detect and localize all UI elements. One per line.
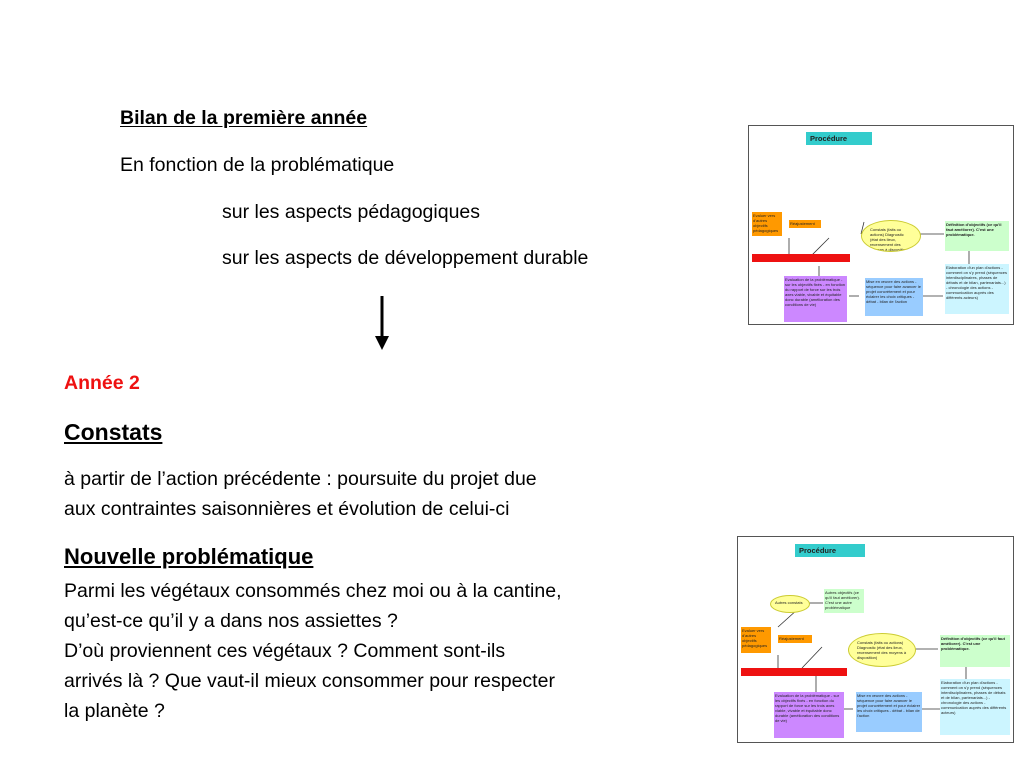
nouvelle-line-2: qu’est-ce qu’il y a dans nos assiettes ?: [64, 610, 398, 632]
nouvelle-line-3: D’où proviennent ces végétaux ? Comment …: [64, 640, 506, 662]
diagram-2-constats-ellipse: Constats (faits ou actions) Diagnostic (…: [848, 633, 916, 667]
bilan-line-3: sur les aspects de développement durable: [222, 247, 589, 269]
diagram-1-evaluer-box: Evaluer vers d'autres objectifs pédagogi…: [752, 212, 782, 236]
constats-line-2: aux contraintes saisonnières et évolutio…: [64, 498, 510, 520]
diagram-2-autres-objectifs-box: Autres objectifs (ce qu'il faut améliore…: [824, 589, 864, 613]
diagram-2-evaluer-box: Evaluer vers d'autres objectifs pédagogi…: [741, 627, 771, 653]
diagram-2-mise-box: Mise en œuvre des actions - séquence pou…: [856, 692, 922, 732]
bilan-title: Bilan de la première année: [120, 107, 368, 129]
diagram-1-definition-box: Définition d'objectifs (ce qu'il faut am…: [945, 221, 1009, 251]
constats-heading: Constats: [64, 419, 163, 445]
diagram-2-elaboration-box: Elaboration d'un plan d'actions - commen…: [940, 679, 1010, 735]
diagram-2-evaluation-box: Evaluation de la problématique - sur les…: [774, 692, 844, 738]
diagram-1-elaboration-box: Elaboration d'un plan d'actions - commen…: [945, 264, 1009, 314]
nouvelle-line-4: arrivés là ? Que vaut-il mieux consommer…: [64, 670, 555, 692]
procedure-diagram-2: Procédure Autres constats Autres objecti…: [737, 536, 1014, 743]
year-label: Année 2: [64, 372, 140, 394]
down-arrow-icon: [375, 296, 389, 350]
diagram-1-mise-box: Mise en œuvre des actions - séquence pou…: [865, 278, 923, 316]
diagram-1-procedure-title: Procédure: [806, 132, 872, 145]
nouvelle-line-1: Parmi les végétaux consommés chez moi ou…: [64, 580, 562, 602]
procedure-diagram-1: Procédure Evaluer vers d'autres objectif…: [748, 125, 1014, 325]
diagram-2-red-bar: [741, 668, 847, 676]
diagram-1-reajustement-box: Réajustement: [789, 220, 821, 228]
diagram-2-definition-box: Définition d'objectifs (ce qu'il faut am…: [940, 635, 1010, 667]
nouvelle-heading: Nouvelle problématique: [64, 544, 314, 569]
nouvelle-line-5: la planète ?: [64, 700, 165, 722]
diagram-2-reajustement-box: Réajustement: [778, 635, 812, 643]
diagram-1-evaluation-box: Evaluation de la problématique - sur les…: [784, 276, 847, 322]
bilan-line-1: En fonction de la problématique: [120, 154, 395, 176]
diagram-1-red-bar: [752, 254, 850, 262]
nouvelle-text: Parmi les végétaux consommés chez moi ou…: [64, 576, 562, 726]
constats-line-1: à partir de l’action précédente : poursu…: [64, 468, 537, 490]
diagram-2-procedure-title: Procédure: [795, 544, 865, 557]
constats-text: à partir de l’action précédente : poursu…: [64, 464, 537, 524]
diagram-1-constats-ellipse: Constats (faits ou actions) Diagnostic (…: [861, 220, 921, 252]
diagram-2-autres-constats-ellipse: Autres constats: [770, 595, 810, 613]
bilan-line-2: sur les aspects pédagogiques: [222, 201, 481, 223]
